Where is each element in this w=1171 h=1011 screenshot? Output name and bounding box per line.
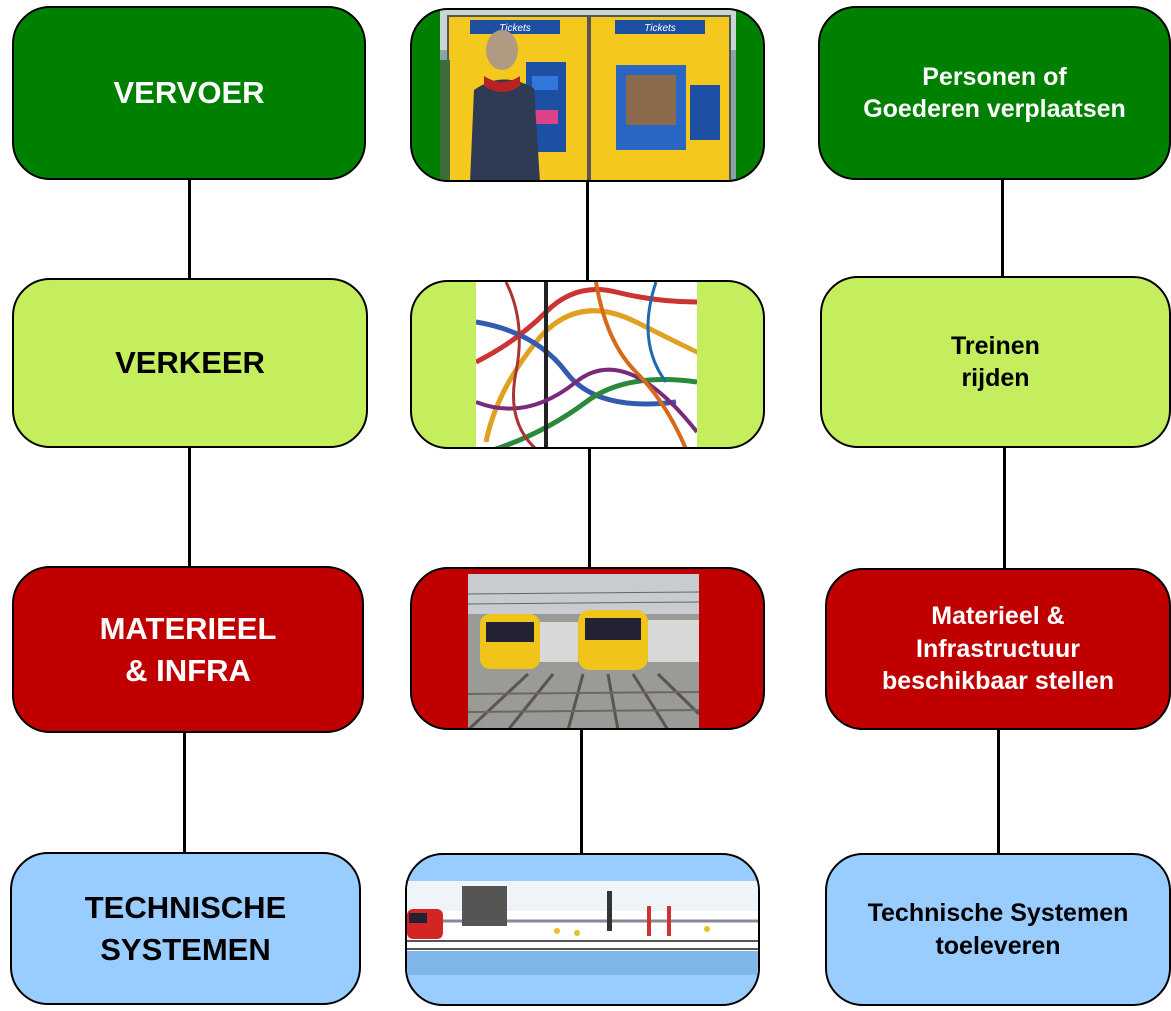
picture-box-materieel bbox=[410, 567, 765, 730]
connector-mid-1-2 bbox=[586, 180, 589, 282]
description-vervoer-box: Personen of Goederen verplaatsen bbox=[818, 6, 1171, 180]
description-verkeer-label: Treinen rijden bbox=[951, 331, 1040, 393]
connector-right-3-4 bbox=[997, 728, 1000, 855]
description-tech-label: Technische Systemen toeleveren bbox=[867, 899, 1129, 960]
description-materieel-label: Materieel & Infrastructuur beschikbaar s… bbox=[881, 602, 1115, 696]
picture-box-tech bbox=[405, 853, 760, 1006]
rail-network-map bbox=[476, 282, 697, 447]
description-materieel-box: Materieel & Infrastructuur beschikbaar s… bbox=[825, 568, 1171, 730]
connector-left-1-2 bbox=[188, 178, 191, 280]
svg-text:Tickets: Tickets bbox=[644, 23, 676, 34]
level-vervoer-label: VERVOER bbox=[113, 75, 265, 111]
description-vervoer-label: Personen of Goederen verplaatsen bbox=[863, 62, 1126, 124]
description-verkeer-box: Treinen rijden bbox=[820, 276, 1171, 448]
trains-on-tracks-photo bbox=[468, 574, 699, 728]
level-tech-box: TECHNISCHE SYSTEMEN bbox=[10, 852, 361, 1005]
description-tech-box: Technische Systemen toeleveren bbox=[825, 853, 1171, 1006]
connector-mid-3-4 bbox=[580, 728, 583, 858]
connector-left-2-3 bbox=[188, 446, 191, 569]
railway-systems-illustration bbox=[407, 881, 758, 975]
level-verkeer-box: VERKEER bbox=[12, 278, 368, 448]
level-vervoer-box: VERVOER bbox=[12, 6, 366, 180]
connector-mid-2-3 bbox=[588, 447, 591, 568]
ticket-machines-photo: Tickets Tickets bbox=[440, 10, 736, 180]
level-verkeer-label: VERKEER bbox=[115, 345, 265, 381]
picture-box-vervoer: Tickets Tickets bbox=[410, 8, 765, 182]
picture-box-verkeer bbox=[410, 280, 765, 449]
level-materieel-box: MATERIEEL & INFRA bbox=[12, 566, 364, 733]
connector-right-1-2 bbox=[1001, 179, 1004, 278]
connector-right-2-3 bbox=[1003, 446, 1006, 568]
svg-text:Tickets: Tickets bbox=[499, 23, 531, 34]
level-tech-label: TECHNISCHE SYSTEMEN bbox=[84, 889, 287, 967]
connector-left-3-4 bbox=[183, 731, 186, 855]
level-materieel-label: MATERIEEL & INFRA bbox=[99, 610, 277, 688]
